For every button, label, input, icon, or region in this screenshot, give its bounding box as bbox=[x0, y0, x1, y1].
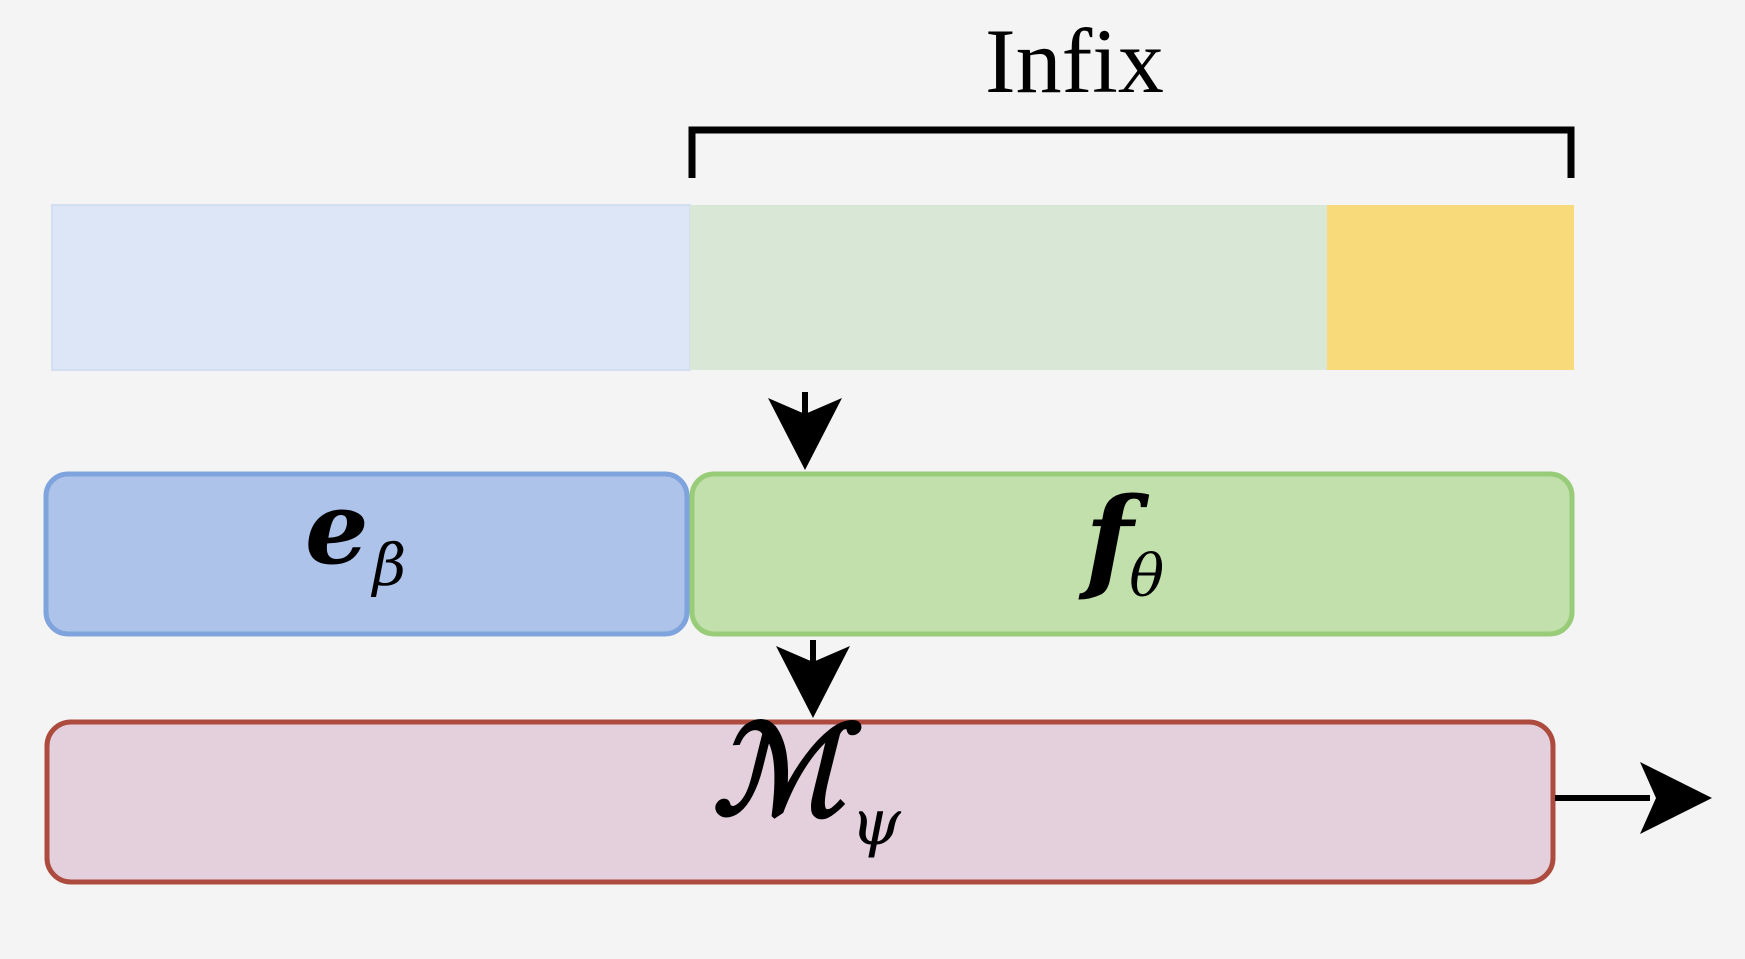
infix-label: Infix bbox=[985, 10, 1164, 112]
encoder-subscript: β bbox=[372, 531, 407, 599]
encoder-block bbox=[43, 471, 690, 637]
input-arrow-head bbox=[768, 398, 842, 470]
model-label: ℳψ bbox=[712, 710, 901, 856]
infix-segment bbox=[690, 205, 1327, 370]
function-block bbox=[689, 471, 1575, 637]
function-label: fθ bbox=[1085, 484, 1164, 606]
model-block bbox=[44, 719, 1556, 885]
encoder-symbol: e bbox=[305, 469, 369, 587]
model-arrow-head bbox=[776, 646, 850, 718]
function-symbol: f bbox=[1085, 474, 1134, 605]
prefix-segment bbox=[51, 204, 691, 371]
infix-bracket bbox=[688, 126, 1575, 178]
model-subscript: ψ bbox=[850, 786, 901, 860]
model-symbol: ℳ bbox=[712, 699, 845, 844]
output-arrow-head bbox=[1640, 762, 1712, 834]
suffix-segment bbox=[1327, 205, 1574, 370]
encoder-label: eβ bbox=[305, 478, 406, 594]
function-subscript: θ bbox=[1129, 542, 1165, 610]
